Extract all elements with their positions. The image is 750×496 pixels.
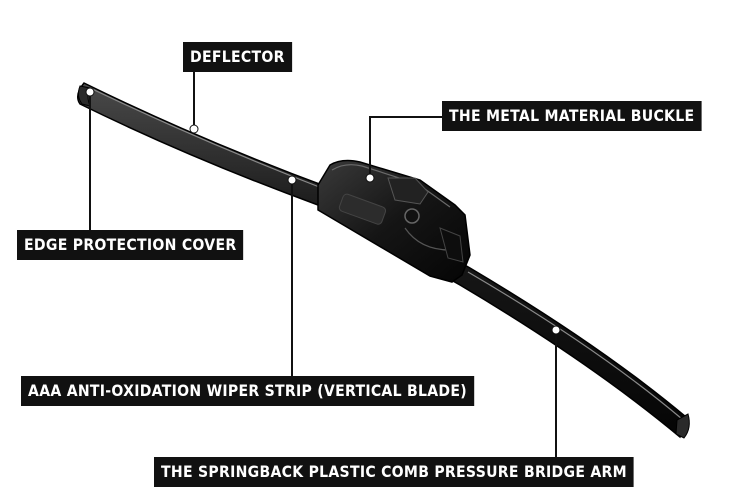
wiper-blade bbox=[77, 82, 690, 439]
right-end-cap bbox=[675, 413, 690, 439]
blade-highlight bbox=[89, 87, 683, 420]
marker-dots bbox=[85, 87, 561, 335]
dot-buckle bbox=[365, 173, 375, 183]
pivot-icon bbox=[404, 208, 420, 224]
adapter-recess bbox=[338, 193, 387, 225]
leader-lines bbox=[89, 70, 557, 459]
dot-deflector bbox=[189, 124, 199, 134]
label-bridge-arm: THE SPRINGBACK PLASTIC COMB PRESSURE BRI… bbox=[154, 457, 634, 487]
dot-strip bbox=[287, 175, 297, 185]
dot-bridge bbox=[551, 325, 561, 335]
dot-edge bbox=[85, 87, 95, 97]
adapter-clip bbox=[387, 177, 429, 205]
label-deflector: DEFLECTOR bbox=[183, 42, 292, 72]
label-edge-protection-cover: EDGE PROTECTION COVER bbox=[17, 230, 244, 260]
blade-strip bbox=[77, 82, 687, 439]
connector-adapter bbox=[317, 159, 471, 283]
leader-buckle bbox=[369, 116, 442, 178]
label-metal-buckle: THE METAL MATERIAL BUCKLE bbox=[442, 101, 702, 131]
label-wiper-strip: AAA ANTI-OXIDATION WIPER STRIP (VERTICAL… bbox=[21, 376, 474, 406]
